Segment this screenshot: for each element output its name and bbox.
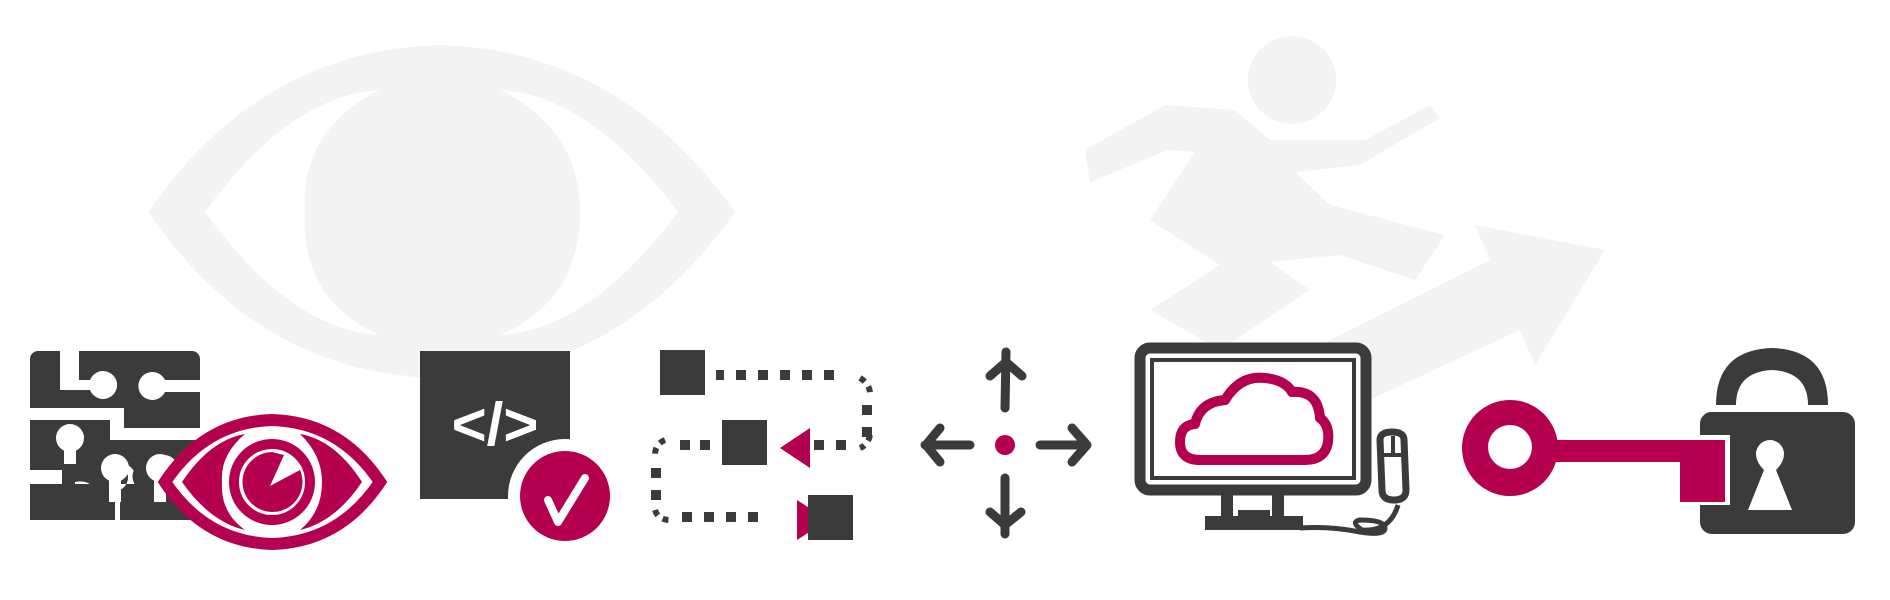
check-icon xyxy=(544,474,589,526)
cloud-icon xyxy=(1175,372,1334,465)
key-icon xyxy=(1462,400,1725,502)
dotted-path xyxy=(651,370,873,523)
move-arrows-icon xyxy=(920,347,1092,539)
background-running-person-icon xyxy=(1085,36,1445,350)
circuit-eye-icon xyxy=(30,351,388,551)
verified-badge xyxy=(520,451,610,541)
arrow-left-icon xyxy=(920,423,975,467)
arrow-up-icon xyxy=(985,347,1027,413)
code-symbol-label: </> xyxy=(452,391,539,458)
code-verified-icon: </> xyxy=(420,351,622,553)
background-eye-icon xyxy=(148,45,735,378)
mouse-icon xyxy=(1376,428,1410,504)
key-lock-icon xyxy=(1462,348,1855,534)
arrow-down-icon xyxy=(985,473,1026,539)
mouse-cable xyxy=(1299,504,1401,536)
padlock-icon xyxy=(1699,348,1855,534)
cloud-computer-icon xyxy=(1134,342,1410,536)
eye-icon xyxy=(157,413,388,551)
center-dot xyxy=(995,435,1015,455)
arrow-left-icon xyxy=(780,428,810,468)
arrow-right-icon xyxy=(1035,423,1092,467)
process-flow-icon xyxy=(651,350,873,540)
